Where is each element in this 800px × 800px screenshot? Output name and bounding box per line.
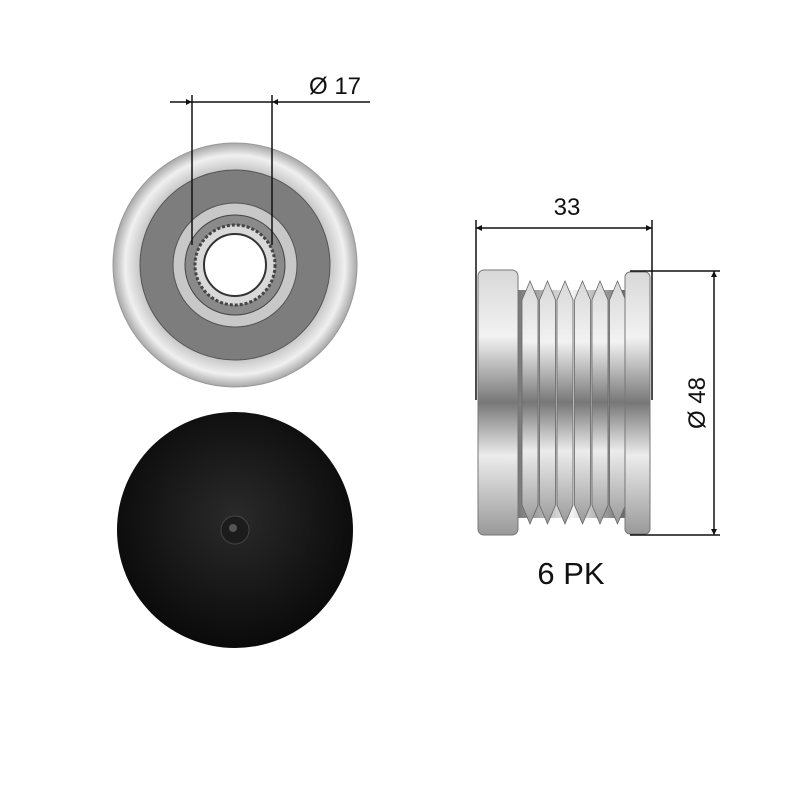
width-label: 33 bbox=[554, 194, 581, 221]
belt-rib bbox=[521, 279, 539, 526]
width-dimension: 33 bbox=[475, 194, 653, 400]
belt-profile-label: 6 PK bbox=[537, 556, 605, 591]
outer-diameter-dimension: Ø 48 bbox=[630, 270, 720, 536]
belt-rib bbox=[609, 279, 626, 526]
belt-rib bbox=[556, 279, 574, 526]
pulley-side-view bbox=[477, 269, 651, 536]
protective-cap bbox=[117, 412, 353, 648]
belt-rib bbox=[591, 279, 609, 526]
outer-diameter-label: Ø 48 bbox=[684, 377, 711, 429]
pulley-front-view bbox=[112, 142, 358, 388]
bore-dimension: Ø 17 bbox=[170, 73, 370, 245]
belt-rib bbox=[539, 279, 556, 526]
belt-rib bbox=[574, 279, 591, 526]
bore-diameter-label: Ø 17 bbox=[309, 73, 361, 100]
